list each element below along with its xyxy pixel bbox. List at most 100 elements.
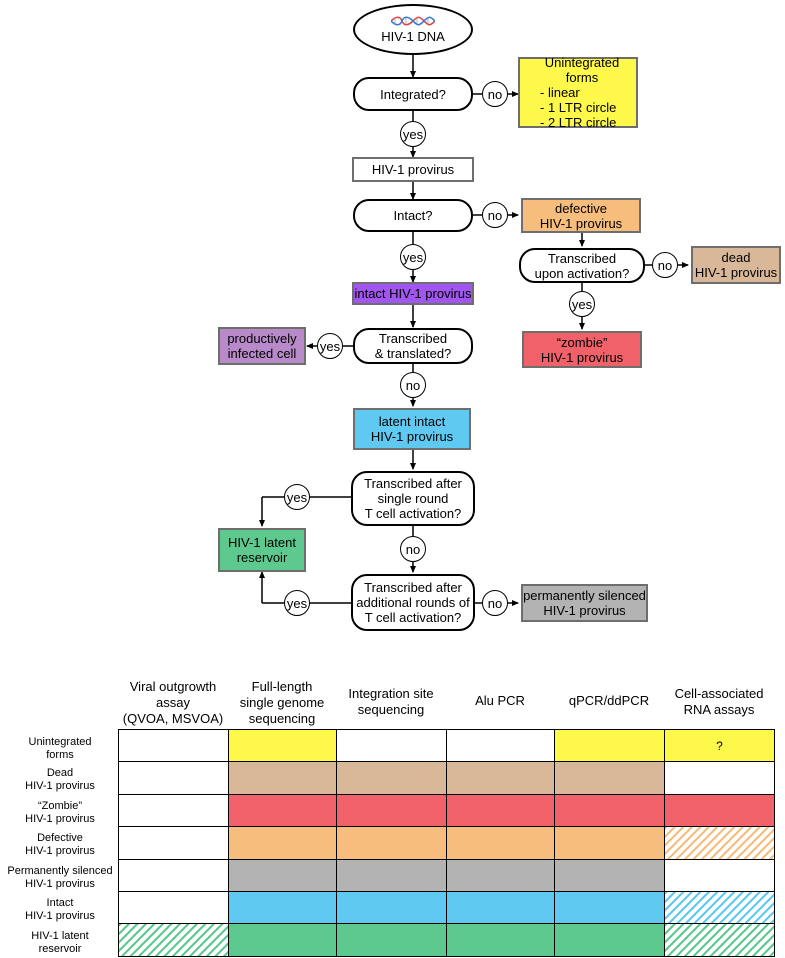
grid-cell — [118, 826, 229, 860]
grid-cell — [336, 858, 447, 892]
no-connector-additional: no — [482, 590, 508, 616]
column-header-integration-site: Integration site sequencing — [336, 686, 446, 718]
yes-connector-translated: yes — [317, 333, 343, 359]
grid-cell — [336, 793, 447, 828]
column-header-viral-outgrowth: Viral outgrowth assay (QVOA, MSVOA) — [118, 679, 228, 727]
grid-cell — [664, 891, 775, 925]
unintegrated-item: - 2 LTR circle — [540, 115, 617, 130]
decision-line: additional rounds of — [356, 595, 470, 610]
silenced-line: permanently silenced — [523, 588, 646, 603]
column-header-line: assay — [156, 695, 190, 710]
dead-provirus-box: dead HIV-1 provirus — [691, 246, 781, 284]
grid-cell — [554, 793, 665, 828]
grid-cell — [336, 826, 447, 860]
decision-line: upon activation? — [534, 265, 630, 281]
provirus-label: HIV-1 provirus — [371, 162, 455, 177]
latent-reservoir-box: HIV-1 latent reservoir — [218, 528, 306, 572]
column-header-qpcr: qPCR/ddPCR — [554, 693, 664, 709]
transcribed-upon-activation-decision: Transcribed upon activation? — [519, 248, 645, 283]
decision-line: single round — [377, 491, 449, 506]
column-header-line: sequencing — [248, 711, 316, 726]
grid-cell — [664, 761, 775, 795]
row-label-line: HIV-1 provirus — [25, 780, 95, 792]
grid-cell: ? — [664, 729, 775, 763]
grid-cell — [336, 761, 447, 795]
no-label: no — [487, 207, 503, 223]
reservoir-line: reservoir — [236, 550, 288, 565]
grid-cell — [118, 729, 229, 763]
grid-cell — [228, 923, 337, 957]
row-label-line: Permanently silenced — [7, 865, 113, 877]
intact-decision: Intact? — [353, 199, 473, 232]
grid-cell — [118, 923, 229, 957]
zombie-line: HIV-1 provirus — [540, 349, 624, 365]
defective-line: defective — [554, 200, 608, 216]
grid-cell — [118, 761, 229, 795]
zombie-line: “zombie” — [556, 334, 608, 350]
single-round-decision: Transcribed after single round T cell ac… — [351, 471, 475, 526]
row-label-defective: Defective HIV-1 provirus — [4, 832, 116, 858]
column-header-line: sequencing — [357, 702, 425, 717]
grid-cell — [228, 793, 337, 828]
row-label-line: HIV-1 provirus — [25, 878, 95, 890]
no-connector-intact: no — [482, 202, 508, 228]
intact-label: Intact? — [393, 208, 433, 223]
decision-line: T cell activation? — [364, 506, 462, 521]
grid-cell — [664, 858, 775, 892]
row-label-unintegrated: Unintegrated forms — [4, 736, 116, 762]
column-header-line: RNA assays — [683, 702, 755, 717]
yes-connector-additional: yes — [284, 590, 310, 616]
permanently-silenced-box: permanently silenced HIV-1 provirus — [521, 584, 648, 622]
column-header-line: single genome — [239, 695, 325, 710]
unintegrated-item: - 1 LTR circle — [540, 100, 617, 115]
column-header-line: (QVOA, MSVOA) — [122, 711, 224, 726]
column-header-line: qPCR/ddPCR — [568, 693, 650, 708]
dead-line: HIV-1 provirus — [694, 265, 778, 280]
latent-intact-box: latent intact HIV-1 provirus — [353, 408, 471, 450]
decision-line: Transcribed after — [364, 580, 462, 595]
yes-label: yes — [319, 338, 341, 354]
start-hiv1-dna: HIV-1 DNA — [353, 4, 473, 55]
yes-label: yes — [286, 595, 308, 611]
grid-cell — [336, 891, 447, 925]
grid-cell — [446, 891, 555, 925]
row-label-permanently-silenced: Permanently silenced HIV-1 provirus — [4, 865, 116, 891]
row-label-line: HIV-1 latent — [31, 930, 89, 942]
flowchart-connectors — [259, 55, 689, 606]
grid-cell — [118, 793, 229, 828]
no-label: no — [405, 377, 421, 393]
grid-cell — [228, 761, 337, 795]
no-label: no — [657, 257, 673, 273]
grid-cell — [554, 826, 665, 860]
grid-cell — [554, 923, 665, 957]
row-label-line: Intact — [46, 897, 74, 909]
column-header-line: Alu PCR — [475, 693, 525, 708]
start-label: HIV-1 DNA — [381, 28, 445, 44]
latent-line: HIV-1 provirus — [370, 429, 454, 444]
defective-provirus-box: defective HIV-1 provirus — [521, 198, 641, 233]
no-label: no — [487, 86, 503, 102]
integrated-decision: Integrated? — [353, 77, 473, 111]
assay-coverage-grid: ? — [118, 729, 775, 957]
unintegrated-forms-box: Unintegrated forms - linear - 1 LTR circ… — [518, 55, 638, 130]
productive-line: infected cell — [227, 346, 297, 361]
row-label-intact: Intact HIV-1 provirus — [4, 897, 116, 923]
integrated-label: Integrated? — [380, 86, 446, 102]
row-label-line: HIV-1 provirus — [25, 845, 95, 857]
column-header-alu-pcr: Alu PCR — [446, 693, 554, 709]
latent-line: latent intact — [378, 414, 446, 429]
yes-label: yes — [571, 296, 593, 312]
zombie-provirus-box: “zombie” HIV-1 provirus — [522, 331, 642, 368]
no-connector-integrated: no — [482, 81, 508, 107]
silenced-line: HIV-1 provirus — [543, 603, 626, 618]
productively-infected-box: productively infected cell — [218, 327, 306, 365]
grid-cell — [446, 729, 555, 763]
grid-cell — [446, 793, 555, 828]
grid-cell — [554, 891, 665, 925]
decision-line: T cell activation? — [364, 610, 462, 625]
grid-cell — [336, 729, 447, 763]
no-connector-activation: no — [652, 252, 678, 278]
yes-label: yes — [402, 249, 424, 265]
grid-cell — [446, 858, 555, 892]
intact-provirus-label: intact HIV-1 provirus — [354, 286, 472, 301]
